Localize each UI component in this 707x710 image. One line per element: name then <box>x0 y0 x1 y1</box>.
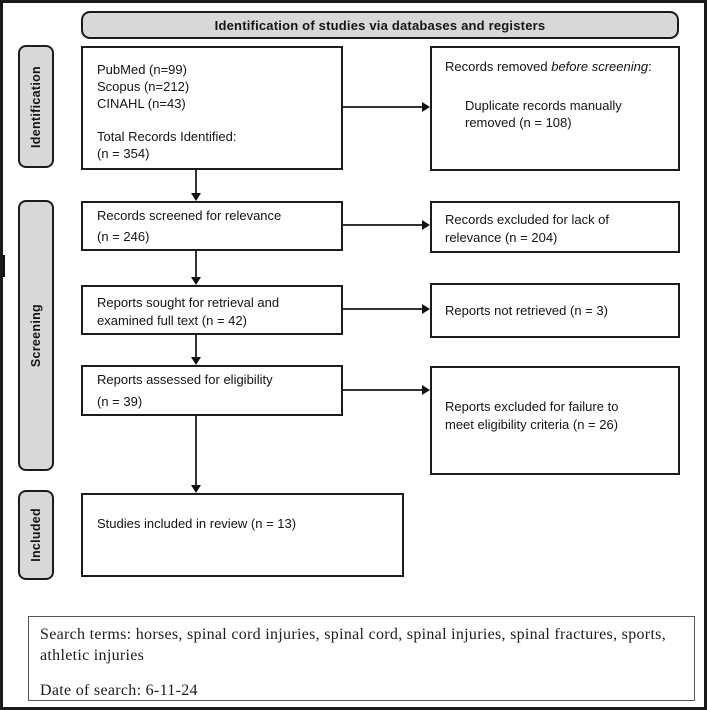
left-border-tick-mark <box>3 255 5 277</box>
reports-assessed-text: Reports assessed for eligibility <box>97 372 273 388</box>
records-excluded-text: Records excluded for lack of relevance (… <box>445 212 610 245</box>
reports-excluded-eligibility-text: Reports excluded for failure to meet eli… <box>445 399 619 432</box>
records-removed-prefix: Records removed <box>445 59 552 74</box>
studies-included-text: Studies included in review (n = 13) <box>97 516 297 531</box>
box-reports-sought: Reports sought for retrieval and examine… <box>81 285 343 335</box>
arrow-line-sought-to-assessed <box>195 335 197 358</box>
stage-label-included-text: Included <box>28 508 43 562</box>
arrow-line-screened-to-sought <box>195 251 197 278</box>
stage-label-included: Included <box>18 490 54 580</box>
arrow-line-assessed-to-included <box>195 416 197 486</box>
stage-label-identification-text: Identification <box>28 65 43 148</box>
duplicates-removed-text: Duplicate records manually removed (n = … <box>465 98 622 130</box>
box-reports-assessed: Reports assessed for eligibility (n = 39… <box>81 365 343 416</box>
search-terms-note: Search terms: horses, spinal cord injuri… <box>28 616 695 701</box>
arrowhead-down-icon <box>191 193 201 201</box>
reports-sought-text: Reports sought for retrieval and examine… <box>97 295 280 328</box>
arrowhead-right-icon <box>422 385 430 395</box>
arrow-line-sought-to-not-retrieved <box>343 308 423 310</box>
box-reports-not-retrieved: Reports not retrieved (n = 3) <box>430 283 680 338</box>
box-records-removed: Records removed before screening: Duplic… <box>430 46 680 171</box>
arrow-line-identified-to-removed <box>343 106 423 108</box>
stage-label-identification: Identification <box>18 45 54 168</box>
arrow-line-screened-to-excluded <box>343 224 423 226</box>
header-title: Identification of studies via databases … <box>214 17 546 33</box>
box-records-identified: PubMed (n=99) Scopus (n=212) CINAHL (n=4… <box>81 46 343 170</box>
stage-label-screening-text: Screening <box>28 303 43 368</box>
box-records-excluded: Records excluded for lack of relevance (… <box>430 201 680 253</box>
box-records-screened: Records screened for relevance (n = 246) <box>81 201 343 251</box>
arrowhead-right-icon <box>422 220 430 230</box>
records-removed-heading: Records removed before screening: <box>445 58 666 75</box>
box-studies-included: Studies included in review (n = 13) <box>81 493 404 577</box>
arrow-line-identified-to-screened <box>195 170 197 194</box>
stage-label-screening: Screening <box>18 200 54 471</box>
search-terms-text: Search terms: horses, spinal cord injuri… <box>40 626 667 664</box>
arrowhead-down-icon <box>191 485 201 493</box>
db-cinahl-count: CINAHL (n=43) <box>97 96 186 111</box>
arrow-line-assessed-to-excluded <box>343 389 423 391</box>
records-screened-count: (n = 246) <box>97 229 150 244</box>
header-banner: Identification of studies via databases … <box>81 11 679 39</box>
arrowhead-right-icon <box>422 102 430 112</box>
arrowhead-right-icon <box>422 304 430 314</box>
db-scopus-count: Scopus (n=212) <box>97 79 190 94</box>
total-records-label: Total Records Identified: <box>97 129 237 144</box>
records-removed-italic: before screening <box>551 59 649 74</box>
reports-not-retrieved-text: Reports not retrieved (n = 3) <box>445 303 608 318</box>
records-removed-suffix: : <box>648 59 652 74</box>
arrowhead-down-icon <box>191 277 201 285</box>
total-records-value: (n = 354) <box>97 146 150 161</box>
arrowhead-down-icon <box>191 357 201 365</box>
records-screened-text: Records screened for relevance <box>97 208 282 223</box>
date-of-search-text: Date of search: 6-11-24 <box>40 682 198 699</box>
reports-assessed-count: (n = 39) <box>97 393 143 409</box>
db-pubmed-count: PubMed (n=99) <box>97 62 187 77</box>
box-reports-excluded-eligibility: Reports excluded for failure to meet eli… <box>430 366 680 475</box>
